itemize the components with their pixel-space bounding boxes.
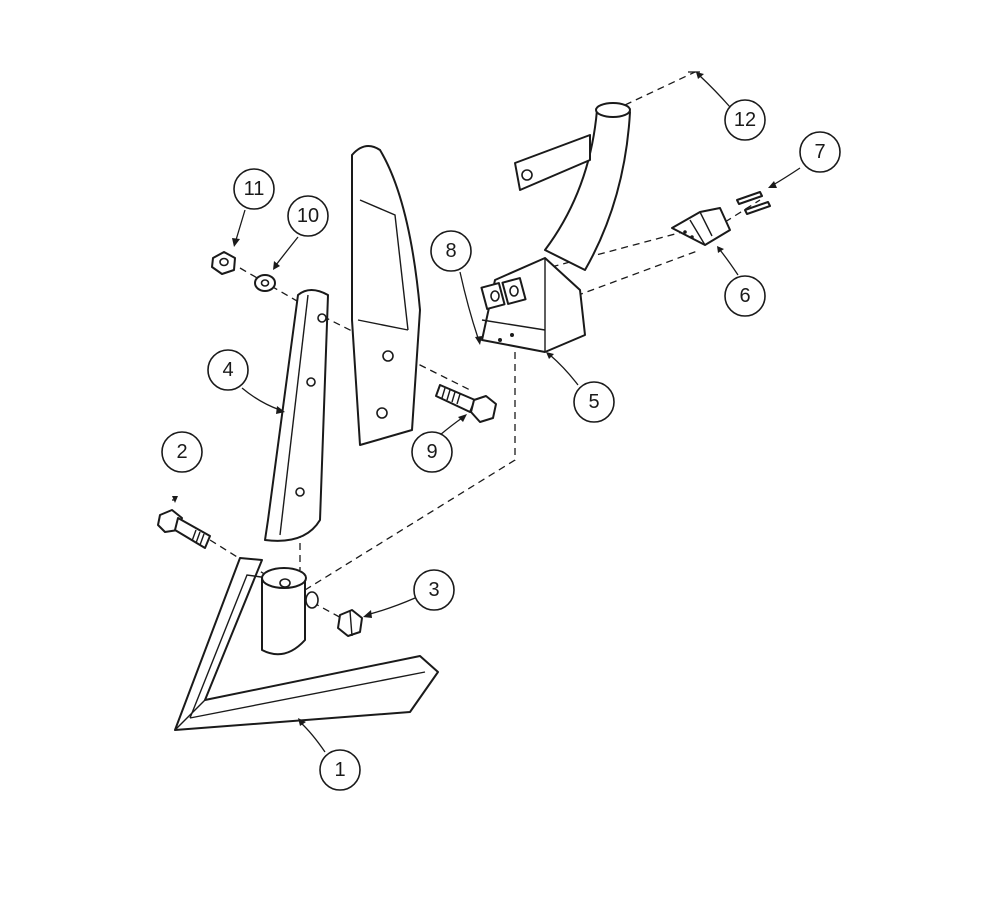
callout-5: 5 [573, 381, 615, 423]
callout-7-label: 7 [814, 141, 825, 163]
part-3-nut [337, 609, 363, 637]
callout-12: 12 [724, 99, 766, 141]
callout-8: 8 [430, 230, 472, 272]
part-5-mount [480, 102, 631, 353]
callout-9: 9 [411, 431, 453, 473]
callout-3: 3 [413, 569, 455, 611]
part-4-strap [264, 289, 329, 542]
callout-8-label: 8 [445, 240, 456, 262]
callout-11: 11 [233, 168, 275, 210]
part-1-sweep [174, 557, 439, 731]
callout-7: 7 [799, 131, 841, 173]
callout-2-label: 2 [176, 441, 187, 463]
callout-4: 4 [207, 349, 249, 391]
part-2-bolt [157, 509, 211, 549]
part-9-bolt [435, 384, 497, 423]
callout-6-label: 6 [739, 285, 750, 307]
callout-3-label: 3 [428, 579, 439, 601]
part-6-clip [671, 207, 731, 246]
callout-5-label: 5 [588, 391, 599, 413]
callout-1: 1 [319, 749, 361, 791]
callout-2: 2 [161, 431, 203, 473]
leader-lines [172, 72, 801, 753]
callout-12-label: 12 [734, 109, 756, 131]
callout-1-label: 1 [334, 759, 345, 781]
part-10-washer [254, 274, 276, 292]
shank [351, 145, 421, 446]
callout-10: 10 [287, 195, 329, 237]
part-7-pins [736, 191, 771, 215]
part-11-nut [211, 251, 236, 275]
callout-4-label: 4 [222, 359, 233, 381]
callout-11-label: 11 [244, 178, 265, 200]
callout-balloons: 1 2 3 4 5 6 7 8 9 10 11 [161, 99, 841, 791]
callout-10-label: 10 [297, 205, 319, 227]
callout-9-label: 9 [426, 441, 437, 463]
callout-6: 6 [724, 275, 766, 317]
